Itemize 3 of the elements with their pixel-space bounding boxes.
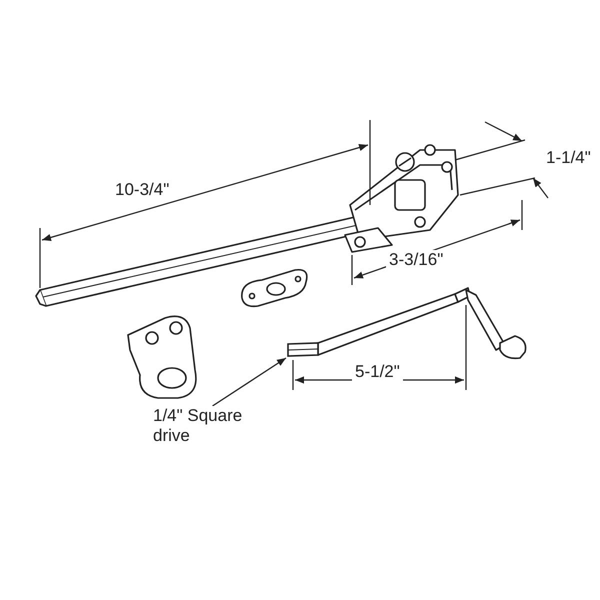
square-drive-tip [287,342,320,357]
leader-line [212,357,286,407]
dimension-label: 5-1/2" [352,362,403,382]
